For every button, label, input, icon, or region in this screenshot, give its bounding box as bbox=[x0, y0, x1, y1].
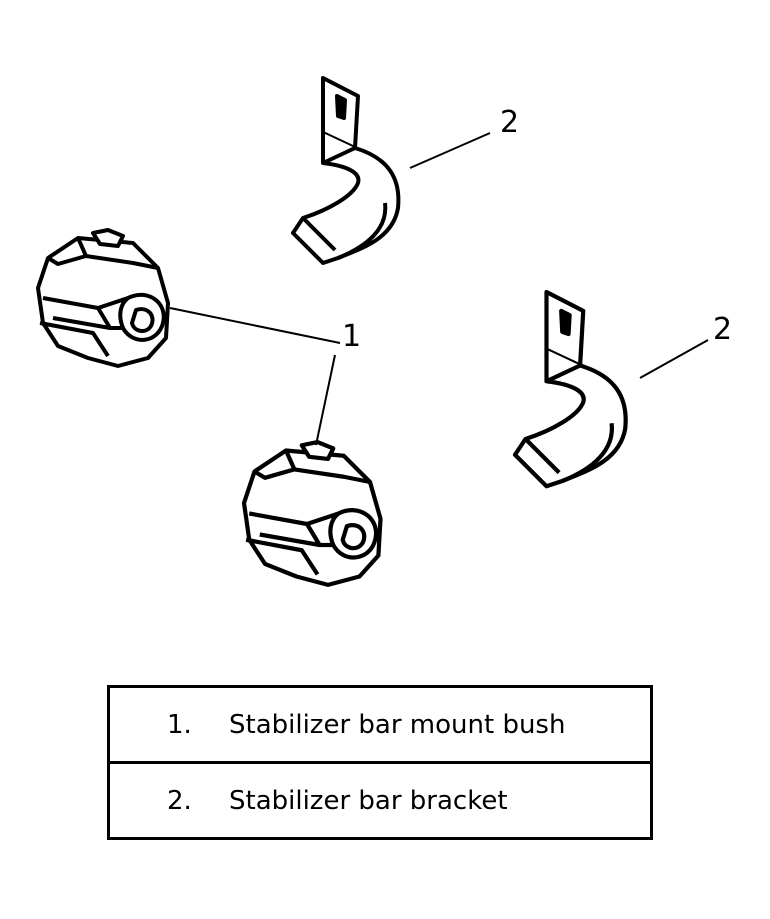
legend-number: 1. bbox=[167, 709, 192, 740]
callout-label-2-top: 2 bbox=[500, 105, 519, 140]
parts-legend-table: 1. Stabilizer bar mount bush 2. Stabilizer… bbox=[107, 685, 653, 840]
leader-line-bracket-top bbox=[409, 132, 491, 169]
legend-cell: 1. Stabilizer bar mount bush bbox=[107, 685, 653, 764]
bush-left bbox=[36, 228, 170, 368]
callout-label-2-right: 2 bbox=[713, 312, 732, 347]
parts-diagram: 1 2 2 bbox=[36, 76, 732, 680]
callout-label-1: 1 bbox=[342, 319, 361, 354]
bush-bottom bbox=[244, 442, 381, 585]
legend-number: 2. bbox=[167, 785, 192, 816]
leader-line-bush-left bbox=[169, 307, 341, 344]
legend-row: 2. Stabilizer bar bracket bbox=[107, 761, 653, 840]
legend-cell: 2. Stabilizer bar bracket bbox=[107, 761, 653, 840]
bracket-top bbox=[291, 76, 401, 265]
bracket-right bbox=[515, 292, 626, 486]
leader-line-bush-bottom bbox=[315, 354, 336, 446]
leader-line-bracket-right bbox=[639, 339, 709, 379]
legend-text: Stabilizer bar bracket bbox=[229, 785, 508, 816]
legend-text: Stabilizer bar mount bush bbox=[229, 709, 566, 740]
legend-row: 1. Stabilizer bar mount bush bbox=[107, 685, 653, 764]
